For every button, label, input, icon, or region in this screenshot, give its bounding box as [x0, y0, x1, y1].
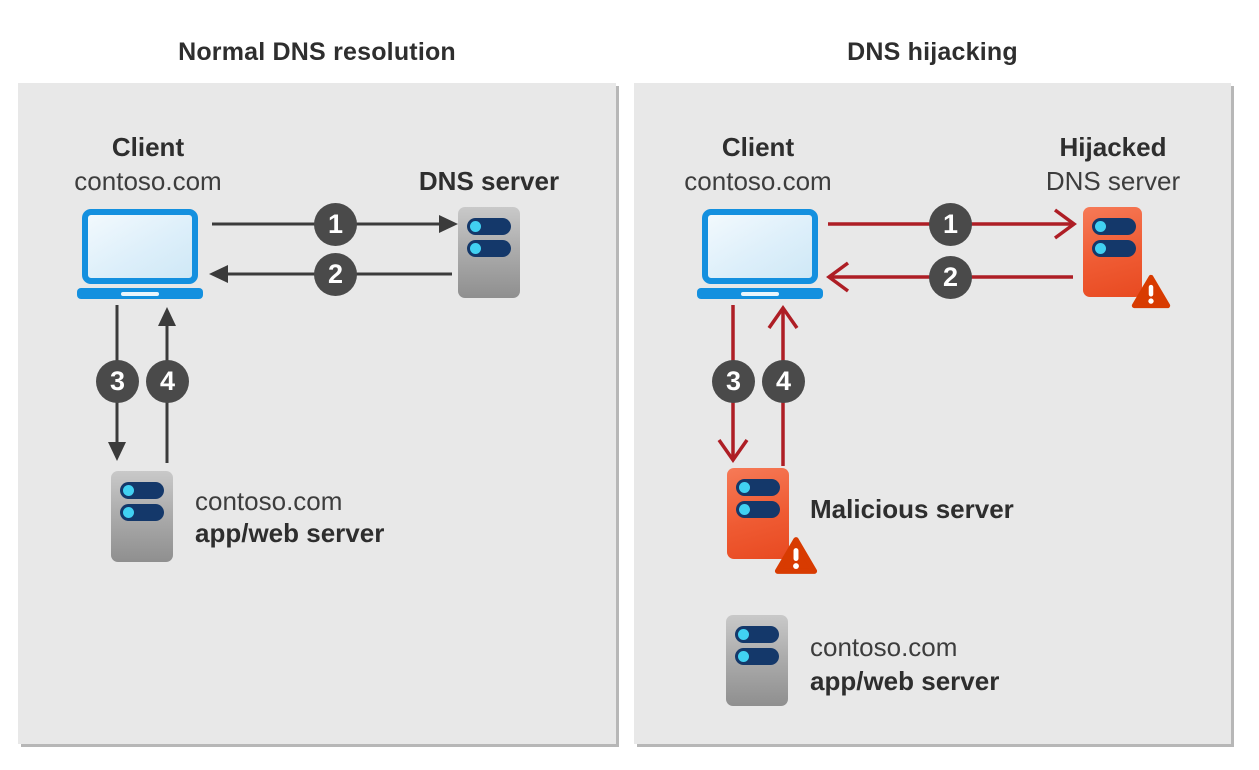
server-led-icon: [739, 504, 750, 515]
app-server-domain-label: contoso.com: [810, 632, 958, 662]
step-4-badge: 4: [146, 360, 189, 403]
warning-icon: [774, 537, 818, 574]
app-server-label: app/web server: [195, 518, 385, 548]
app-server-domain-label: contoso.com: [195, 486, 343, 516]
step-1-badge: 1: [314, 203, 357, 246]
client-laptop-icon: [77, 209, 203, 299]
server-bar: [735, 626, 779, 643]
laptop-screen: [702, 209, 818, 284]
server-bar: [120, 482, 164, 499]
server-bar: [736, 501, 780, 518]
client-name-label: Client: [721, 132, 795, 162]
server-led-icon: [123, 507, 134, 518]
laptop-screen: [82, 209, 198, 284]
server-bar: [1092, 240, 1136, 257]
client-domain-label: contoso.com: [74, 166, 222, 196]
server-led-icon: [123, 485, 134, 496]
laptop-base: [697, 288, 823, 299]
normal-dns-panel: Client contoso.com DNS server: [18, 83, 616, 744]
server-led-icon: [738, 629, 749, 640]
server-bar: [1092, 218, 1136, 235]
hijacked-dns-server-icon: [1083, 207, 1142, 297]
step-3-badge: 3: [712, 360, 755, 403]
right-panel-title: DNS hijacking: [847, 38, 1018, 66]
laptop-notch: [121, 292, 159, 296]
laptop-notch: [741, 292, 779, 296]
malicious-server-label: Malicious server: [810, 494, 1014, 524]
laptop-base: [77, 288, 203, 299]
step-2-badge: 2: [929, 256, 972, 299]
app-server-label: app/web server: [810, 666, 1000, 696]
malicious-server-icon: [727, 468, 789, 559]
left-panel-title: Normal DNS resolution: [178, 38, 456, 66]
client-laptop-icon: [697, 209, 823, 299]
step-4-badge: 4: [762, 360, 805, 403]
warning-icon: [1131, 274, 1171, 309]
step-3-badge: 3: [96, 360, 139, 403]
server-bar: [735, 648, 779, 665]
server-led-icon: [1095, 243, 1106, 254]
step-2-badge: 2: [314, 253, 357, 296]
client-domain-label: contoso.com: [684, 166, 832, 196]
step-1-badge: 1: [929, 203, 972, 246]
app-web-server-icon: [726, 615, 788, 706]
dns-server-icon: [458, 207, 520, 298]
dns-server-label: DNS server: [418, 166, 560, 196]
server-led-icon: [739, 482, 750, 493]
client-name-label: Client: [111, 132, 185, 162]
server-bar: [467, 240, 511, 257]
hijacked-server-type-label: DNS server: [1045, 166, 1181, 196]
server-bar: [736, 479, 780, 496]
server-led-icon: [470, 243, 481, 254]
app-web-server-icon: [111, 471, 173, 562]
hijacked-server-name-label: Hijacked: [1059, 132, 1167, 162]
server-led-icon: [470, 221, 481, 232]
dns-hijacking-panel: Client contoso.com Hijacked DNS server: [634, 83, 1231, 744]
server-bar: [467, 218, 511, 235]
server-bar: [120, 504, 164, 521]
server-led-icon: [1095, 221, 1106, 232]
server-led-icon: [738, 651, 749, 662]
